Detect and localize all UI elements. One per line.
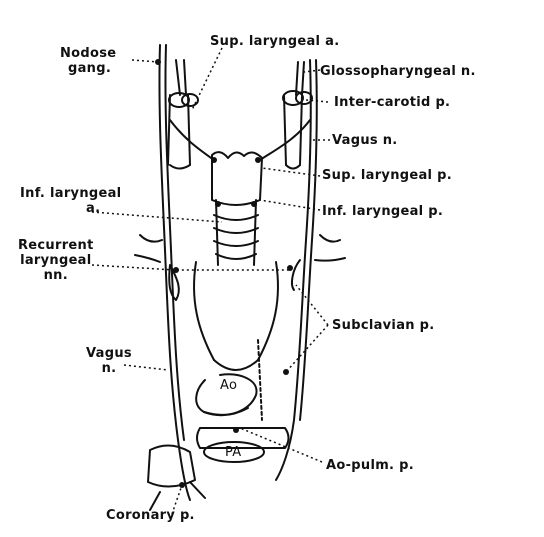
glossopharyngeal-nerve-label: Glossopharyngeal n. bbox=[320, 64, 476, 79]
vagus-nerve-left-label: Vagus n. bbox=[86, 346, 132, 376]
inf-laryngeal-plexus-label: Inf. laryngeal p. bbox=[322, 204, 444, 219]
thyroid-cartilage bbox=[211, 151, 263, 206]
left-carotid-int bbox=[181, 93, 199, 107]
left-subclavian-branch bbox=[193, 261, 215, 361]
right-carotid-ext bbox=[282, 90, 304, 106]
subclavian-plexus-label: Subclavian p. bbox=[332, 318, 435, 333]
sup-laryngeal-plexus-label: Sup. laryngeal p. bbox=[322, 168, 452, 183]
coronary-plexus-label: Coronary p. bbox=[106, 508, 195, 523]
inf-laryngeal-artery-label: Inf. laryngeal a. bbox=[20, 186, 122, 216]
recurrent-laryngeal-label: Recurrent laryngeal nn. bbox=[18, 238, 94, 283]
pa-vessel bbox=[203, 441, 265, 463]
pulmonary-artery-label: PA bbox=[225, 445, 242, 460]
sup-laryngeal-artery-label: Sup. laryngeal a. bbox=[210, 34, 340, 49]
right-subclavian-branch bbox=[257, 261, 279, 361]
coronary-vessel bbox=[147, 444, 196, 488]
right-carotid-int bbox=[295, 91, 313, 105]
left-vagus-nerve-inner bbox=[164, 44, 185, 441]
vagus-nerve-top-label: Vagus n. bbox=[332, 133, 398, 148]
left-vagus-nerve bbox=[158, 44, 191, 501]
right-vagus-nerve-inner bbox=[299, 59, 318, 421]
right-vagus-nerve bbox=[275, 59, 312, 481]
nodose-ganglion-label: Nodose gang. bbox=[60, 46, 117, 76]
pulmonary-trunk bbox=[196, 427, 290, 449]
inter-carotid-plexus-label: Inter-carotid p. bbox=[334, 95, 451, 110]
aorto-pulmonary-plexus-label: Ao-pulm. p. bbox=[326, 458, 414, 473]
aorta-label: Ao bbox=[220, 378, 238, 393]
